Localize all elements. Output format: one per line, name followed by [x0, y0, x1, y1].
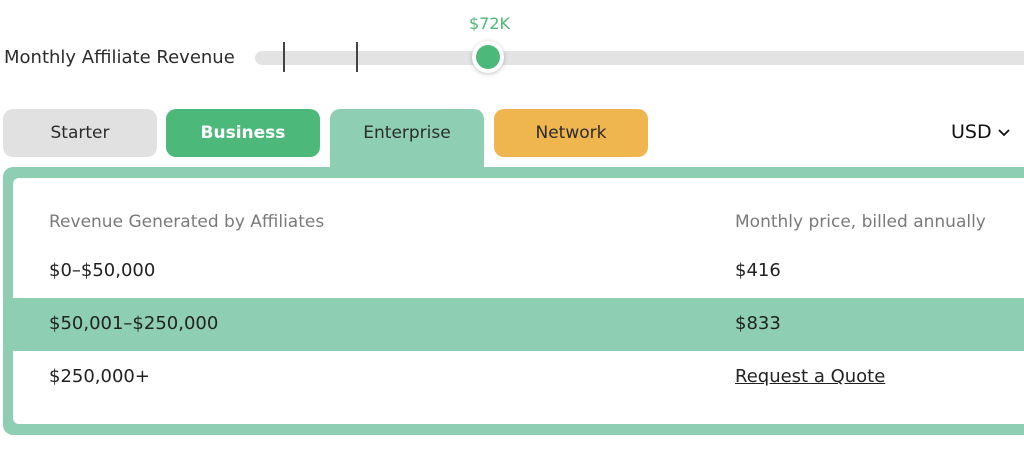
request-quote-link[interactable]: Request a Quote [735, 366, 886, 387]
revenue-range-cell: $0–$50,000 [49, 260, 156, 281]
currency-select[interactable]: USD [951, 121, 1010, 143]
slider-tick-marker [356, 42, 358, 72]
tab-network[interactable]: Network [494, 109, 648, 157]
currency-label: USD [951, 121, 992, 143]
column-header-revenue: Revenue Generated by Affiliates [49, 212, 325, 232]
tab-business[interactable]: Business [166, 109, 320, 157]
slider-label: Monthly Affiliate Revenue [4, 47, 235, 68]
revenue-range-cell: $250,000+ [49, 366, 150, 387]
slider-tick-marker [283, 42, 285, 72]
table-row-highlighted: $50,001–$250,000 $833 [13, 298, 1024, 351]
slider-value-label: $72K [469, 14, 511, 33]
column-header-price: Monthly price, billed annually [735, 212, 986, 232]
price-cell: $416 [735, 260, 781, 281]
slider-track[interactable] [255, 51, 1024, 65]
chevron-down-icon [997, 126, 1010, 141]
table-row: $250,000+ Request a Quote [13, 351, 1024, 404]
table-row: $0–$50,000 $416 [13, 245, 1024, 298]
pricing-table: Revenue Generated by Affiliates Monthly … [13, 178, 1024, 424]
tab-enterprise[interactable]: Enterprise [330, 109, 484, 175]
slider-handle[interactable] [472, 41, 504, 73]
price-cell: $833 [735, 313, 781, 334]
tab-starter[interactable]: Starter [3, 109, 157, 157]
revenue-range-cell: $50,001–$250,000 [49, 313, 219, 334]
